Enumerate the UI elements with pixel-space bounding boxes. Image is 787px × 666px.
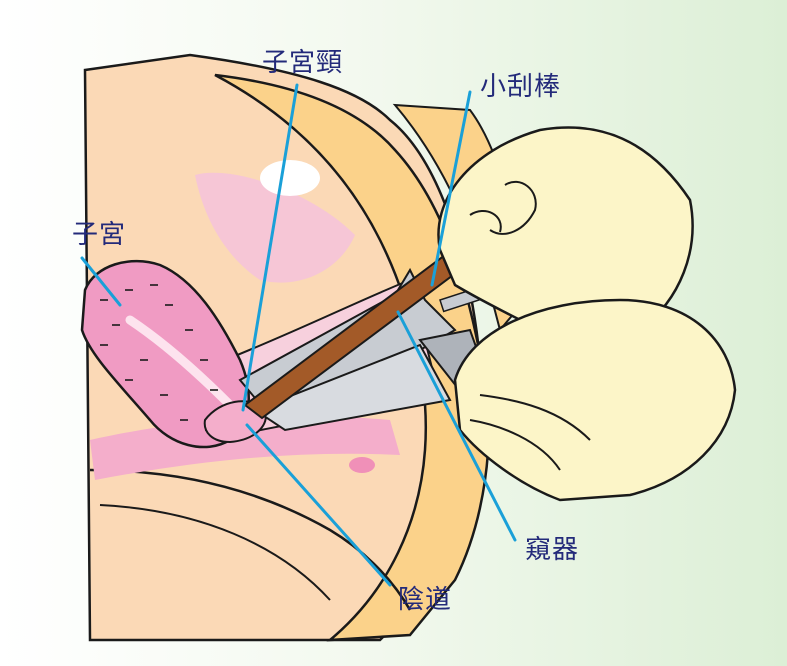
label-cervix: 子宮頸 xyxy=(262,48,344,78)
label-brush: 小刮棒 xyxy=(480,72,562,102)
uterus-leader-line xyxy=(80,256,122,307)
lower-glove-fingers xyxy=(469,394,591,471)
cervix-icon xyxy=(203,400,267,444)
label-uterus: 子宮 xyxy=(72,220,127,250)
label-vagina: 陰道 xyxy=(398,585,453,615)
speculum-leader-line xyxy=(396,310,517,542)
vagina-leader-line xyxy=(245,423,392,587)
uterine-cavity xyxy=(125,315,235,410)
bladder xyxy=(195,172,355,283)
bladder-highlight xyxy=(260,160,320,196)
upper-glove-fingers xyxy=(469,180,537,235)
label-speculum: 窺器 xyxy=(525,535,580,565)
fat-layer xyxy=(214,73,490,642)
brush-leader-line xyxy=(430,90,472,287)
speculum-lower-blade xyxy=(252,343,452,432)
tissue-spot-2 xyxy=(349,457,375,473)
uterus-texture xyxy=(100,284,218,431)
lower-gloved-hand xyxy=(453,298,737,502)
thigh-contour xyxy=(89,468,412,611)
cervix-leader-line xyxy=(241,83,299,412)
buttock-contour xyxy=(99,504,331,601)
